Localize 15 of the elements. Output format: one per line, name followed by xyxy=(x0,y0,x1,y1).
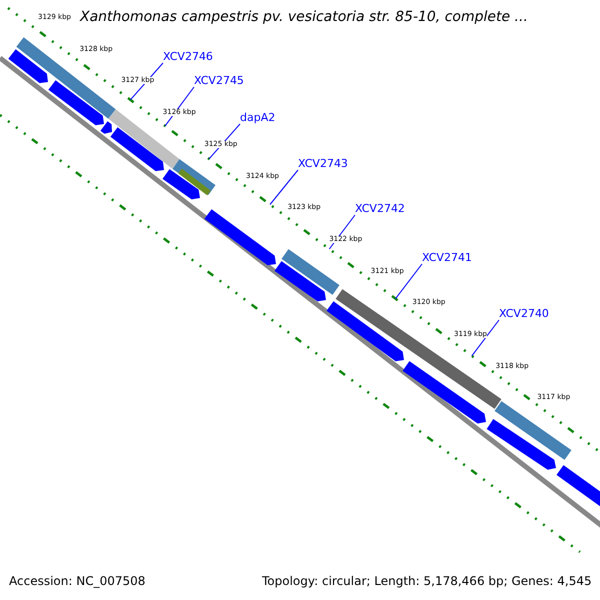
gene-label: XCV2745 xyxy=(194,75,244,86)
genome-stats-text: Topology: circular; Length: 5,178,466 bp; Genes: 4,545 xyxy=(262,575,592,587)
gene-label: XCV2743 xyxy=(298,158,348,169)
scale-ruler xyxy=(7,7,600,453)
gene-label: XCV2746 xyxy=(163,51,213,62)
leader-line xyxy=(270,170,298,205)
leader-line xyxy=(208,124,240,160)
leader-line xyxy=(471,320,500,356)
leader-line xyxy=(328,214,356,250)
gene-label: XCV2740 xyxy=(499,308,549,319)
accession-text: Accession: NC_007508 xyxy=(9,575,146,587)
title: Xanthomonas campestris pv. vesicatoria str. 85-10, complete ... xyxy=(80,10,528,24)
gene-label: XCV2741 xyxy=(422,252,472,263)
gene-label: XCV2742 xyxy=(355,203,405,214)
leader-line xyxy=(395,264,422,300)
